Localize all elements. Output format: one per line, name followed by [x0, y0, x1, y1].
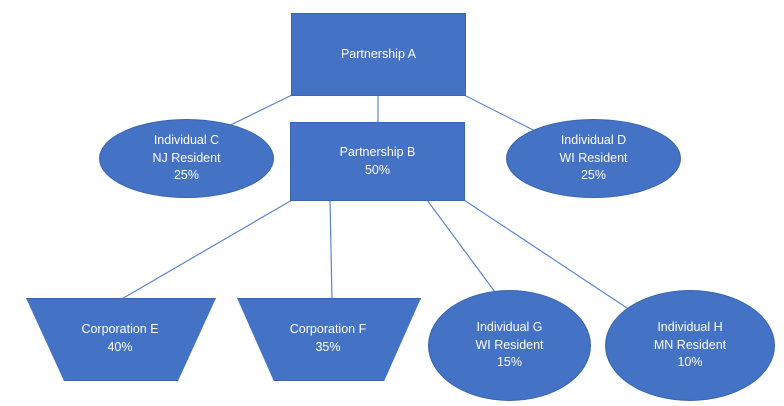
individual-d-residency: WI Resident: [559, 150, 628, 165]
individual-h-residency: MN Resident: [653, 337, 727, 352]
connector-b-to-e: [119, 199, 293, 301]
individual-g-percent: 15%: [496, 355, 523, 370]
partnership-b-name: Partnership B: [339, 144, 416, 159]
node-individual-h[interactable]: Individual H MN Resident 10%: [605, 290, 775, 401]
individual-c-name: Individual C: [153, 132, 220, 147]
individual-h-percent: 10%: [677, 355, 703, 370]
connector-b-to-f: [329, 199, 333, 301]
node-individual-c[interactable]: Individual C NJ Resident 25%: [99, 119, 274, 198]
node-partnership-a[interactable]: Partnership A: [291, 13, 466, 96]
individual-d-name: Individual D: [560, 132, 627, 147]
individual-g-name: Individual G: [476, 319, 543, 334]
individual-d-percent: 25%: [580, 168, 607, 183]
partnership-b-percent: 50%: [364, 162, 391, 177]
individual-g-residency: WI Resident: [475, 337, 544, 352]
individual-c-residency: NJ Resident: [152, 150, 221, 165]
node-individual-d[interactable]: Individual D WI Resident 25%: [506, 119, 681, 198]
partnership-a-label: Partnership A: [340, 46, 417, 61]
connector-b-to-g: [426, 199, 496, 293]
individual-c-percent: 25%: [173, 168, 200, 183]
individual-h-name: Individual H: [657, 319, 723, 334]
node-partnership-b[interactable]: Partnership B 50%: [290, 122, 465, 201]
connector-b-to-h: [463, 199, 631, 311]
node-individual-g[interactable]: Individual G WI Resident 15%: [428, 290, 591, 401]
